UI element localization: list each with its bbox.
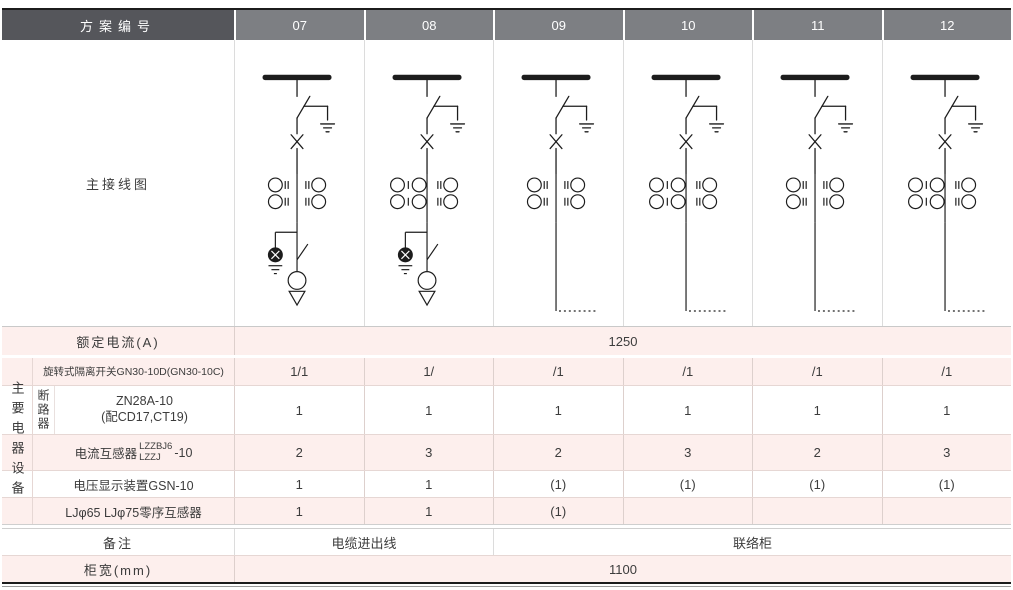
scheme-number-header: 方案编号 <box>2 10 234 40</box>
equipment-row-zero-sequence-ct: LJφ65 LJφ75零序互感器 1 1 (1) <box>2 497 1011 524</box>
ct-value-11: 2 <box>752 435 882 470</box>
scheme-header-12: 12 <box>881 10 1011 40</box>
circuit-diagram-07 <box>262 74 336 306</box>
disconnector-value-09: /1 <box>493 358 623 385</box>
breaker-value-12: 1 <box>881 386 1012 434</box>
equipment-row-breaker: 断路器 ZN28A-10 (配CD17,CT19) 1 1 1 1 1 1 <box>2 385 1011 434</box>
breaker-mechanism: (配CD17,CT19) <box>101 410 188 424</box>
rated-current-label: 额定电流(A) <box>76 334 160 350</box>
section-gap <box>2 525 1011 528</box>
disconnector-value-07: 1/1 <box>234 358 364 385</box>
ct-value-09: 2 <box>493 435 623 470</box>
diagram-cell-08 <box>363 40 494 326</box>
zero-sequence-ct-value-10 <box>622 498 753 524</box>
scheme-header-11: 11 <box>752 10 882 40</box>
disconnector-value-12: /1 <box>881 358 1012 385</box>
zero-sequence-ct-value-11 <box>752 498 882 524</box>
remarks-row: 备注 电缆进出线 联络柜 <box>2 528 1011 555</box>
bottom-thin-rule <box>2 586 1011 587</box>
scheme-header-07: 07 <box>234 10 364 40</box>
voltage-indicator-value-08: 1 <box>363 471 494 497</box>
diagram-row-label: 主接线图 <box>85 176 150 192</box>
diagram-row: 主接线图 <box>2 40 1011 327</box>
ct-value-07: 2 <box>234 435 364 470</box>
table-header-row: 方案编号 07 08 09 10 11 12 <box>2 10 1011 40</box>
remarks-cable: 电缆进出线 <box>234 529 493 555</box>
voltage-indicator-value-11: (1) <box>752 471 882 497</box>
equipment-row-voltage-indicator: 电压显示装置GSN-10 1 1 (1) (1) (1) (1) <box>2 470 1011 497</box>
ct-label-cell: 电流互感器 LZZBJ6 LZZJ -10 <box>32 435 234 470</box>
disconnector-label: 旋转式隔离开关GN30-10D(GN30-10C) <box>32 358 234 385</box>
diagram-cell-07 <box>234 40 364 326</box>
circuit-diagram-09 <box>521 74 598 312</box>
equipment-block: 主要电器设备 旋转式隔离开关GN30-10D(GN30-10C) 1/1 1/ … <box>2 358 1011 525</box>
circuit-diagram-08 <box>389 74 465 306</box>
ct-label-prefix: 电流互感器 <box>74 447 138 461</box>
disconnector-value-08: 1/ <box>363 358 494 385</box>
ct-value-08: 3 <box>363 435 494 470</box>
disconnector-value-11: /1 <box>752 358 882 385</box>
voltage-indicator-value-07: 1 <box>234 471 364 497</box>
breaker-value-07: 1 <box>234 386 364 434</box>
breaker-value-08: 1 <box>363 386 494 434</box>
ct-label-suffix: -10 <box>174 445 193 460</box>
breaker-value-11: 1 <box>752 386 882 434</box>
scheme-header-10: 10 <box>622 10 752 40</box>
scheme-table: 方案编号 07 08 09 10 11 12 主接线图 <box>2 8 1011 584</box>
diagram-cell-11 <box>752 40 882 326</box>
ct-value-10: 3 <box>622 435 753 470</box>
scheme-header-09: 09 <box>493 10 623 40</box>
remarks-label: 备注 <box>102 535 133 551</box>
zero-sequence-ct-value-07: 1 <box>234 498 364 524</box>
breaker-value-10: 1 <box>622 386 753 434</box>
equipment-group-label: 主要电器设备 <box>9 381 25 501</box>
breaker-model: ZN28A-10 <box>116 394 173 409</box>
zero-sequence-ct-value-08: 1 <box>363 498 494 524</box>
circuit-diagram-12 <box>907 74 986 312</box>
remarks-contact: 联络柜 <box>493 529 1011 555</box>
breaker-label-cell: 断路器 ZN28A-10 (配CD17,CT19) <box>32 386 234 434</box>
equipment-group-strip: 主要电器设备 <box>2 358 32 524</box>
ct-value-12: 3 <box>881 435 1012 470</box>
diagram-cell-12 <box>881 40 1012 326</box>
voltage-indicator-value-12: (1) <box>881 471 1012 497</box>
scheme-header-08: 08 <box>363 10 493 40</box>
circuit-diagram-10 <box>648 74 727 312</box>
ct-model-top: LZZBJ6 <box>139 441 173 453</box>
circuit-diagram-11 <box>780 74 857 312</box>
zero-sequence-ct-value-09: (1) <box>493 498 623 524</box>
equipment-row-ct: 电流互感器 LZZBJ6 LZZJ -10 2 3 2 3 2 3 <box>2 434 1011 470</box>
cabinet-width-row: 柜宽(mm) 1100 <box>2 555 1011 582</box>
equipment-row-disconnector: 旋转式隔离开关GN30-10D(GN30-10C) 1/1 1/ /1 /1 /… <box>2 358 1011 385</box>
ct-model-fraction: LZZBJ6 LZZJ <box>139 441 173 463</box>
ct-model-bottom: LZZJ <box>139 451 161 463</box>
disconnector-value-10: /1 <box>622 358 753 385</box>
voltage-indicator-value-09: (1) <box>493 471 623 497</box>
diagram-cell-09 <box>493 40 623 326</box>
cabinet-width-value: 1100 <box>234 556 1011 582</box>
breaker-model-cell: ZN28A-10 (配CD17,CT19) <box>55 394 234 425</box>
voltage-indicator-value-10: (1) <box>622 471 753 497</box>
rated-current-value: 1250 <box>234 327 1011 355</box>
zero-sequence-ct-label: LJφ65 LJφ75零序互感器 <box>32 498 234 524</box>
cabinet-width-label: 柜宽(mm) <box>83 562 153 578</box>
diagram-cell-10 <box>622 40 753 326</box>
voltage-indicator-label: 电压显示装置GSN-10 <box>32 471 234 497</box>
breaker-group-label: 断路器 <box>36 389 50 431</box>
breaker-value-09: 1 <box>493 386 623 434</box>
zero-sequence-ct-value-12 <box>881 498 1012 524</box>
rated-current-row: 额定电流(A) 1250 <box>2 327 1011 358</box>
breaker-group-cell: 断路器 <box>33 386 55 434</box>
